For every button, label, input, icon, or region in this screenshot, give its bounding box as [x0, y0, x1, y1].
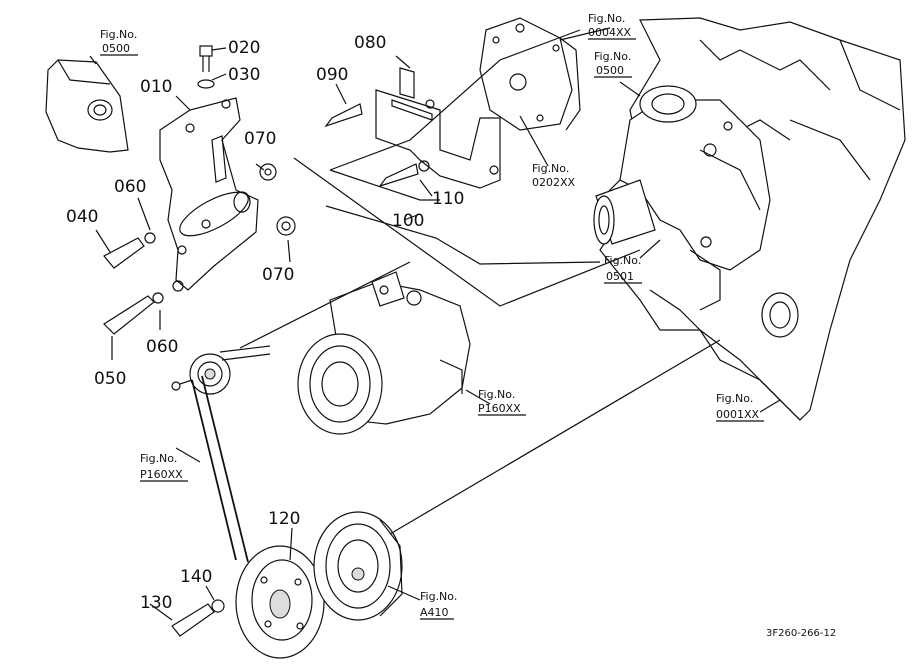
pulley-120-icon — [235, 545, 325, 659]
part-070-lower: 070 — [262, 265, 294, 285]
idler-pulley-icon — [171, 353, 231, 395]
pulley-a410-icon — [313, 511, 403, 621]
washer-140-icon — [211, 599, 225, 613]
figref-number: 0001XX — [716, 408, 760, 421]
figref-label: Fig.No. — [604, 254, 641, 267]
leader-lines — [89, 27, 781, 621]
figref-number: 0004XX — [588, 26, 632, 39]
figref-number: A410 — [420, 606, 449, 619]
figref-0004xx[interactable]: Fig.No. 0004XX — [588, 12, 636, 40]
figref-0202xx[interactable]: Fig.No. 0202XX — [532, 162, 576, 189]
washer-030-icon — [197, 79, 215, 89]
figref-number: 0500 — [596, 64, 624, 77]
diagram-code: 3F260-266-12 — [766, 628, 836, 639]
bolt-040-icon — [103, 232, 156, 269]
part-120: 120 — [268, 509, 300, 529]
part-060-upper: 060 — [114, 177, 146, 197]
part-140: 140 — [180, 567, 212, 587]
part-080: 080 — [354, 33, 386, 53]
figref-number: 0501 — [606, 270, 634, 283]
bracket-010-icon — [159, 97, 259, 292]
part-030: 030 — [228, 65, 260, 85]
figref-number: P160XX — [140, 468, 183, 481]
figref-label: Fig.No. — [420, 590, 457, 603]
figref-number: 0500 — [102, 42, 130, 55]
figref-0500-left[interactable]: Fig.No. 0500 — [100, 28, 138, 56]
part-010: 010 — [140, 77, 172, 97]
part-130: 130 — [140, 593, 172, 613]
part-070-upper: 070 — [244, 129, 276, 149]
belt-icon — [191, 345, 271, 563]
bracket-100-icon — [375, 67, 501, 189]
figref-0500-right[interactable]: Fig.No. 0500 — [594, 50, 632, 78]
figref-p160xx-belt[interactable]: Fig.No. P160XX — [140, 452, 188, 482]
figref-label: Fig.No. — [594, 50, 631, 63]
part-050: 050 — [94, 369, 126, 389]
part-110: 110 — [432, 189, 464, 209]
part-090: 090 — [316, 65, 348, 85]
engine-block-icon — [599, 17, 906, 421]
bolt-110-icon — [378, 160, 430, 188]
part-060-lower: 060 — [146, 337, 178, 357]
bolt-050-icon — [103, 292, 164, 335]
spacer-070b-icon — [276, 216, 296, 236]
bolt-020-icon — [199, 45, 213, 72]
spacer-070a-icon — [259, 163, 277, 181]
gear-cover-icon — [479, 17, 581, 131]
compressor-icon — [297, 271, 471, 435]
figref-label: Fig.No. — [716, 392, 753, 405]
figref-number: P160XX — [478, 402, 521, 415]
bolt-090-icon — [324, 103, 363, 128]
bracket-0500-icon — [45, 59, 129, 153]
figref-0501[interactable]: Fig.No. 0501 — [604, 254, 642, 284]
figref-p160xx-compressor[interactable]: Fig.No. P160XX — [478, 388, 526, 416]
water-pump-icon — [593, 85, 771, 311]
figref-label: Fig.No. — [478, 388, 515, 401]
figref-a410[interactable]: Fig.No. A410 — [420, 590, 457, 620]
figref-label: Fig.No. — [140, 452, 177, 465]
bolt-130-icon — [171, 603, 215, 637]
figref-label: Fig.No. — [588, 12, 625, 25]
part-020: 020 — [228, 38, 260, 58]
figref-label: Fig.No. — [532, 162, 569, 175]
figref-number: 0202XX — [532, 176, 576, 189]
part-100: 100 — [392, 211, 424, 231]
figref-0001xx[interactable]: Fig.No. 0001XX — [716, 392, 764, 422]
part-040: 040 — [66, 207, 98, 227]
figref-label: Fig.No. — [100, 28, 137, 41]
